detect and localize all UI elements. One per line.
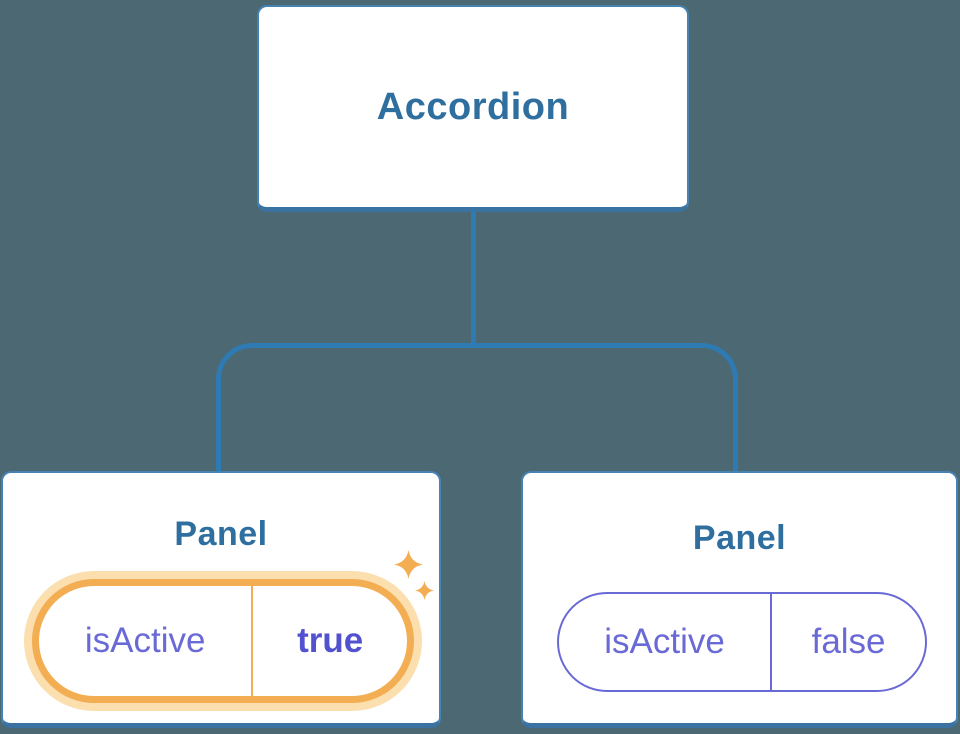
state-name-label: isActive xyxy=(604,622,725,661)
accordion-node-label: Accordion xyxy=(376,85,570,128)
state-name-label: isActive xyxy=(84,621,206,660)
panel-node-left: Panel isActive true xyxy=(1,471,441,728)
state-pill-active: isActive true xyxy=(32,579,414,703)
panel-node-right-label: Panel xyxy=(692,519,787,557)
sparkle-icon xyxy=(415,581,434,600)
state-value-label: true xyxy=(297,621,364,660)
state-value-label: false xyxy=(811,622,886,661)
connector-stem xyxy=(471,211,476,345)
panel-node-left-label: Panel xyxy=(174,515,268,553)
pill-divider xyxy=(770,594,773,690)
panel-node-right: Panel isActive false xyxy=(521,471,958,728)
pill-divider xyxy=(251,586,254,696)
state-pill-inactive: isActive false xyxy=(557,592,927,692)
accordion-node: Accordion xyxy=(257,5,689,212)
sparkle-icon xyxy=(394,550,423,579)
connector-branches xyxy=(216,343,738,472)
